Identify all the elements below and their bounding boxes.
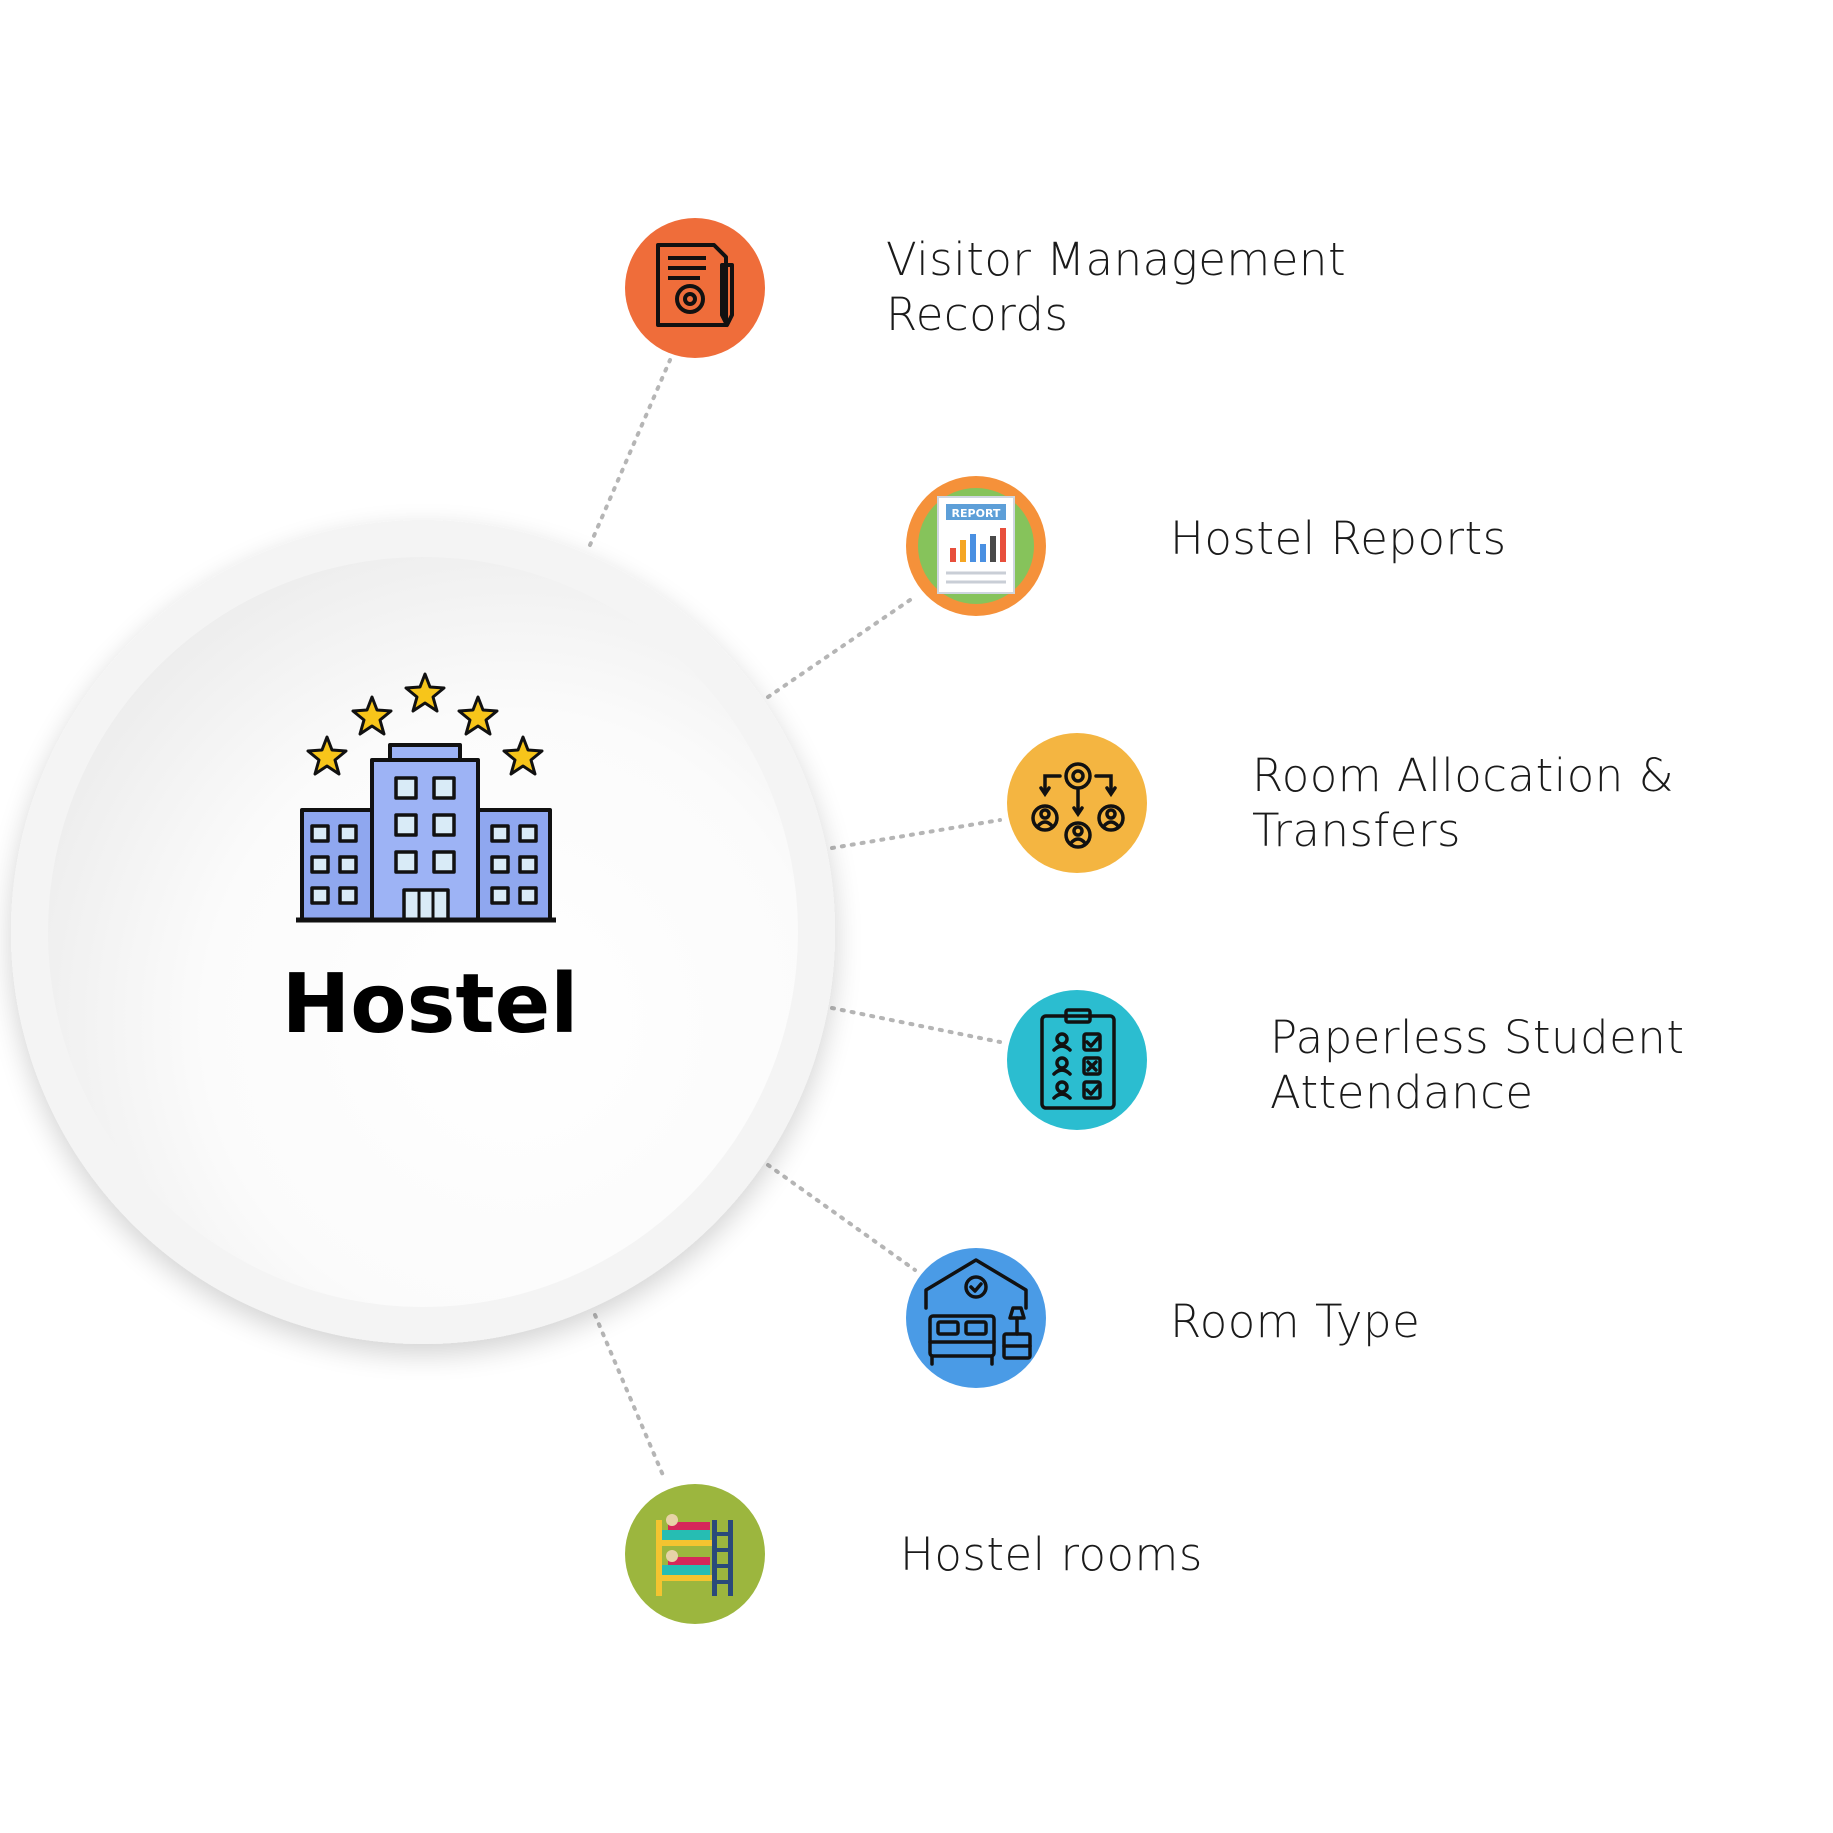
feature-label-allocation: Room Allocation & Transfers [1252, 748, 1674, 858]
feature-label-rooms: Hostel rooms [900, 1527, 1203, 1582]
connectors [588, 358, 1002, 1482]
hub-title: Hostel [281, 957, 579, 1052]
connector-visitor [588, 358, 672, 547]
feature-node-reports[interactable]: REPORT [906, 476, 1046, 616]
bedroom-icon [924, 1258, 1032, 1366]
hub-circle [11, 520, 835, 1344]
star-icons [306, 672, 544, 776]
feature-label-line: Hostel Reports [1170, 512, 1507, 565]
feature-node-allocation[interactable] [1007, 733, 1147, 873]
feature-label-roomtype: Room Type [1170, 1294, 1420, 1349]
allocation-network-icon [1031, 762, 1125, 849]
feature-node-visitor[interactable] [625, 218, 765, 358]
connector-roomtype [766, 1163, 917, 1272]
document-settings-icon [656, 243, 734, 327]
svg-text:REPORT: REPORT [952, 507, 1001, 520]
feature-label-line: Transfers [1252, 804, 1461, 857]
attendance-clipboard-icon [1040, 1008, 1116, 1110]
feature-label-line: Visitor Management [886, 233, 1347, 286]
feature-node-rooms[interactable] [625, 1484, 765, 1624]
feature-label-line: Records [886, 288, 1069, 341]
feature-node-roomtype[interactable] [906, 1248, 1046, 1388]
bunk-bed-icon [656, 1514, 733, 1596]
connector-reports [766, 598, 912, 699]
connector-attendance [830, 1006, 1002, 1044]
feature-label-line: Room Allocation & [1252, 749, 1675, 802]
feature-label-line: Paperless Student [1270, 1011, 1685, 1064]
connector-rooms [593, 1313, 667, 1482]
hotel-building-icon [296, 672, 556, 923]
connector-allocation [830, 818, 1002, 850]
feature-label-visitor: Visitor Management Records [886, 232, 1346, 342]
report-chart-icon: REPORT [937, 496, 1015, 594]
feature-label-line: Attendance [1270, 1066, 1534, 1119]
feature-label-attendance: Paperless Student Attendance [1270, 1010, 1684, 1120]
feature-label-line: Room Type [1170, 1295, 1421, 1348]
feature-label-reports: Hostel Reports [1170, 511, 1507, 566]
feature-node-attendance[interactable] [1007, 990, 1147, 1130]
feature-label-line: Hostel rooms [900, 1528, 1203, 1581]
